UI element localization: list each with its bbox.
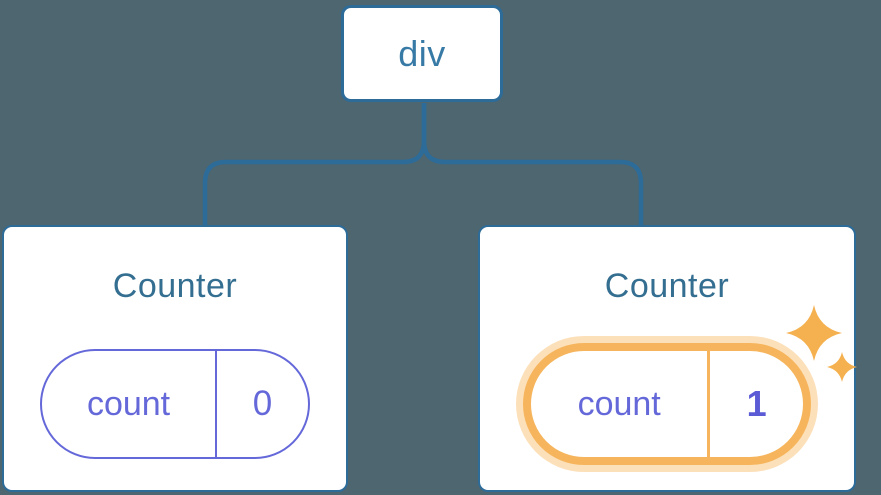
component-title: Counter — [604, 267, 730, 305]
state-value-cell: 0 — [215, 351, 308, 457]
state-pill-highlighted: count 1 — [523, 343, 811, 465]
state-value: 0 — [252, 384, 273, 423]
root-node-div: div — [341, 5, 503, 102]
state-pill: count 0 — [40, 349, 310, 459]
state-key-cell: count — [531, 351, 707, 457]
sparkle-icon — [827, 352, 857, 382]
state-key-cell: count — [42, 351, 215, 457]
component-title: Counter — [112, 267, 238, 305]
state-key-label: count — [577, 384, 661, 423]
counter-card-right: Counter count 1 — [478, 225, 857, 492]
state-value: 1 — [746, 383, 767, 424]
state-key-label: count — [86, 384, 171, 423]
state-value-cell: 1 — [707, 351, 803, 457]
root-node-label: div — [398, 32, 446, 74]
counter-card-left: Counter count 0 — [2, 225, 348, 492]
